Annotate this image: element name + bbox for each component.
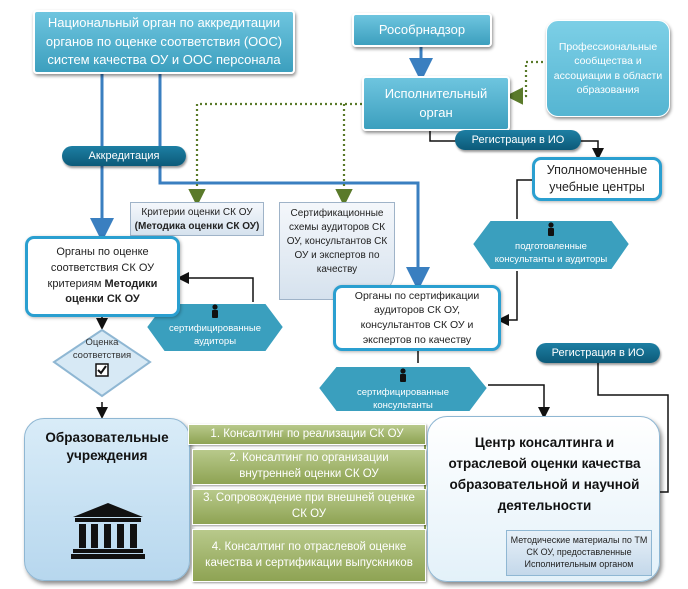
rosobrnadzor: Рособрнадзор xyxy=(352,13,492,47)
methodological-materials: Методические материалы по ТМ СК ОУ, пред… xyxy=(506,530,652,576)
person-icon xyxy=(548,222,554,236)
building-icon xyxy=(71,503,145,559)
hex-certified-consultants xyxy=(316,365,490,413)
consulting-center: Центр консалтинга и отраслевой оценки ка… xyxy=(427,416,660,582)
hex-trained xyxy=(470,219,632,271)
line-centers-trained xyxy=(516,179,532,220)
assessment-bodies: Органы по оценке соответствия СК ОУ крит… xyxy=(25,236,180,317)
accreditation-pill: Аккредитация xyxy=(62,146,186,166)
prof-communities: Профессиональные сообщества и ассоциации… xyxy=(546,20,670,117)
criteria-document: Критерии оценки СК ОУ (Методика оценки С… xyxy=(130,202,264,236)
cert-schemes-document: Сертификационные схемы аудиторов СК ОУ, … xyxy=(279,202,395,300)
arrow-registration-center xyxy=(597,363,669,498)
service-1: 1. Консалтинг по реализации СК ОУ xyxy=(188,424,426,445)
arrow-trained-cert xyxy=(497,262,518,326)
service-4: 4. Консалтинг по отраслевой оценке качес… xyxy=(192,529,426,582)
registration-pill-bottom: Регистрация в ИО xyxy=(536,343,660,363)
hex-certified-consultants-label: сертифицированные консультанты xyxy=(336,368,470,412)
hex-trained-label: подготовленные консультанты и аудиторы xyxy=(490,222,612,266)
person-icon xyxy=(400,368,406,382)
national-body: Национальный орган по аккредитации орган… xyxy=(33,10,295,74)
dotted-executive-criteria xyxy=(188,102,362,207)
service-2: 2. Консалтинг по организации внутренней … xyxy=(192,449,426,485)
cert-bodies: Органы по сертификации аудиторов СК ОУ, … xyxy=(333,285,501,351)
diamond-label: Оценка соответствия xyxy=(60,337,144,381)
person-icon xyxy=(212,304,218,318)
arrow-consultants-center xyxy=(488,384,550,419)
registration-pill-top: Регистрация в ИО xyxy=(455,130,581,150)
service-3: 3. Сопровождение при внешней оценке СК О… xyxy=(192,489,426,525)
authorized-centers: Уполномоченные учебные центры xyxy=(532,157,662,201)
hex-certified-auditors-label: сертифицированные аудиторы xyxy=(164,304,266,348)
checkbox-icon xyxy=(95,362,109,377)
executive-body: Исполнительный орган xyxy=(362,76,510,131)
educational-institutions: Образовательные учреждения xyxy=(24,418,190,581)
arrow-national-cert xyxy=(158,74,430,291)
